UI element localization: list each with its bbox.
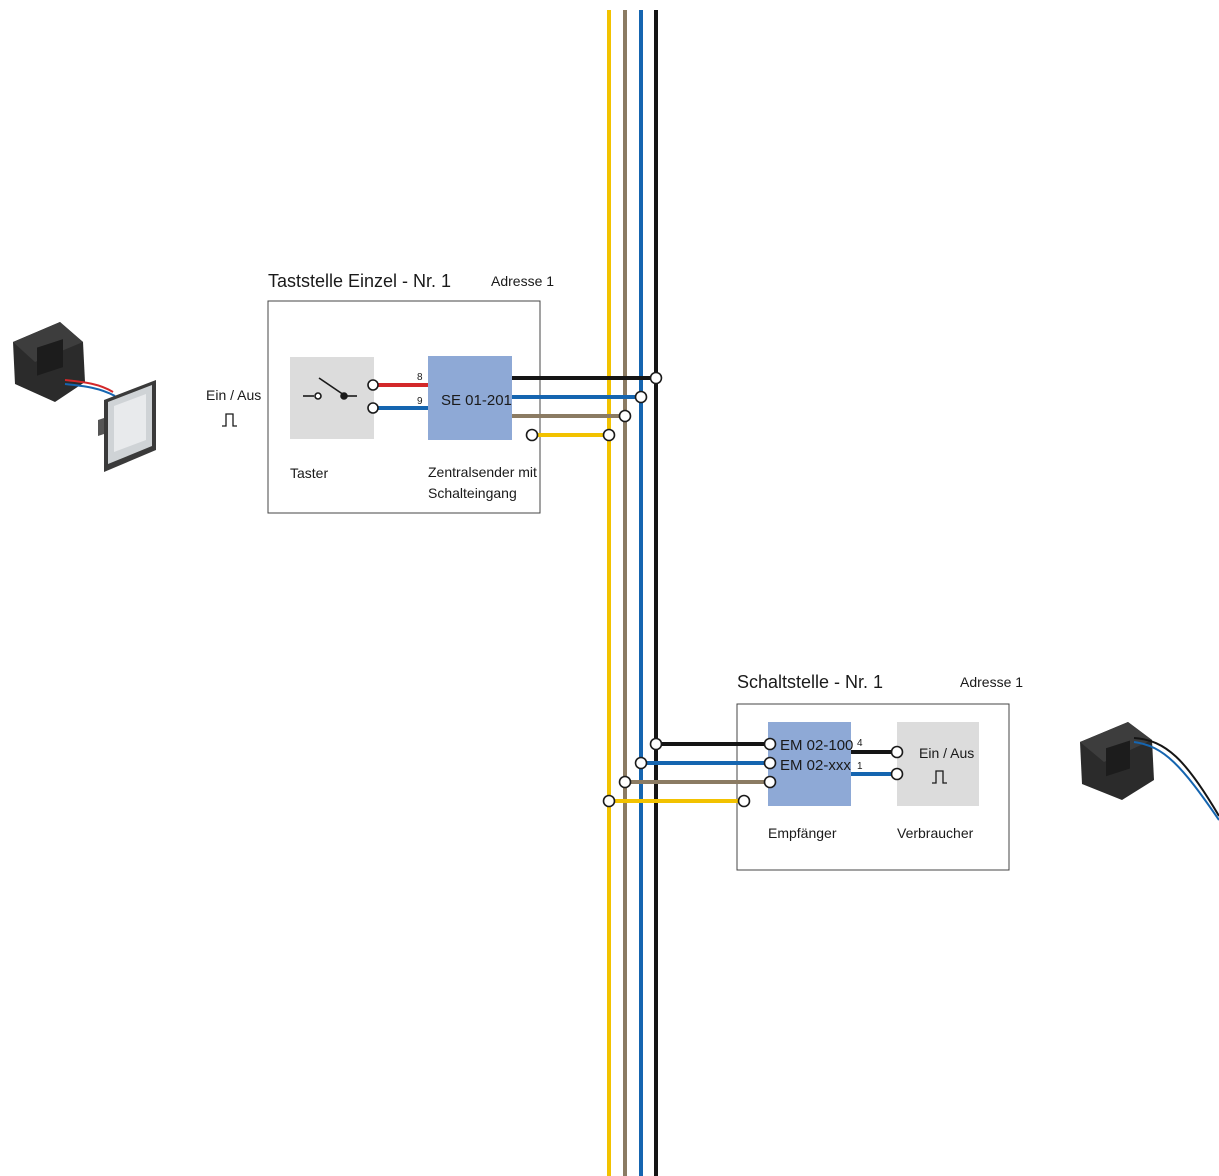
terminal — [737, 794, 751, 808]
sender-station: Taststelle Einzel - Nr. 1 Adresse 1 Tast… — [267, 271, 663, 514]
sender-station-title: Taststelle Einzel - Nr. 1 — [268, 271, 451, 291]
bus-junction — [602, 428, 616, 442]
terminal — [525, 428, 539, 442]
load-label: Ein / Aus — [919, 745, 974, 761]
bus-junction — [602, 794, 616, 808]
bus-junction — [634, 390, 648, 404]
push-switch — [290, 357, 374, 439]
sender-module-caption-1: Zentralsender mit — [428, 464, 537, 480]
receiver-module-caption: Empfänger — [768, 825, 837, 841]
pin-label-8: 8 — [417, 372, 423, 383]
pulse-icon — [222, 413, 237, 427]
bus-junction — [618, 409, 632, 423]
bus-junction — [618, 775, 632, 789]
bus-junction — [649, 371, 663, 385]
switch-symbol-icon — [303, 377, 357, 400]
bus-wires — [607, 10, 658, 1176]
receiver-module-line-1: EM 02-100 — [780, 737, 853, 754]
pin-label-4: 4 — [857, 738, 863, 749]
terminal — [367, 402, 379, 414]
terminal — [763, 775, 777, 789]
sender-module-label: SE 01-201 — [441, 392, 512, 409]
load-caption: Verbraucher — [897, 825, 974, 841]
flush-mount-insert-icon — [13, 322, 116, 402]
pin-label-1: 1 — [857, 761, 863, 772]
sender-module-caption-2: Schalteingang — [428, 485, 517, 501]
sender-station-address: Adresse 1 — [491, 273, 554, 289]
receiver-station: Schaltstelle - Nr. 1 Adresse 1 EM 02-100… — [602, 672, 1023, 871]
terminal — [890, 767, 904, 781]
sender-side-label: Ein / Aus — [206, 387, 261, 403]
receiver-station-address: Adresse 1 — [960, 674, 1023, 690]
switch-caption: Taster — [290, 465, 328, 481]
receiver-module-line-2: EM 02-xxx — [780, 757, 851, 774]
bus-junction — [649, 737, 663, 751]
receiver-module — [768, 722, 851, 806]
pin-label-9: 9 — [417, 396, 423, 407]
sender-module — [428, 356, 512, 440]
flush-mount-insert-icon — [1080, 722, 1219, 821]
receiver-station-title: Schaltstelle - Nr. 1 — [737, 672, 883, 692]
terminal — [763, 737, 777, 751]
terminal — [890, 745, 904, 759]
push-button-icon — [98, 380, 156, 472]
pulse-icon — [932, 770, 947, 784]
terminal — [763, 756, 777, 770]
bus-junction — [634, 756, 648, 770]
terminal — [367, 379, 379, 391]
load-box — [897, 722, 979, 806]
